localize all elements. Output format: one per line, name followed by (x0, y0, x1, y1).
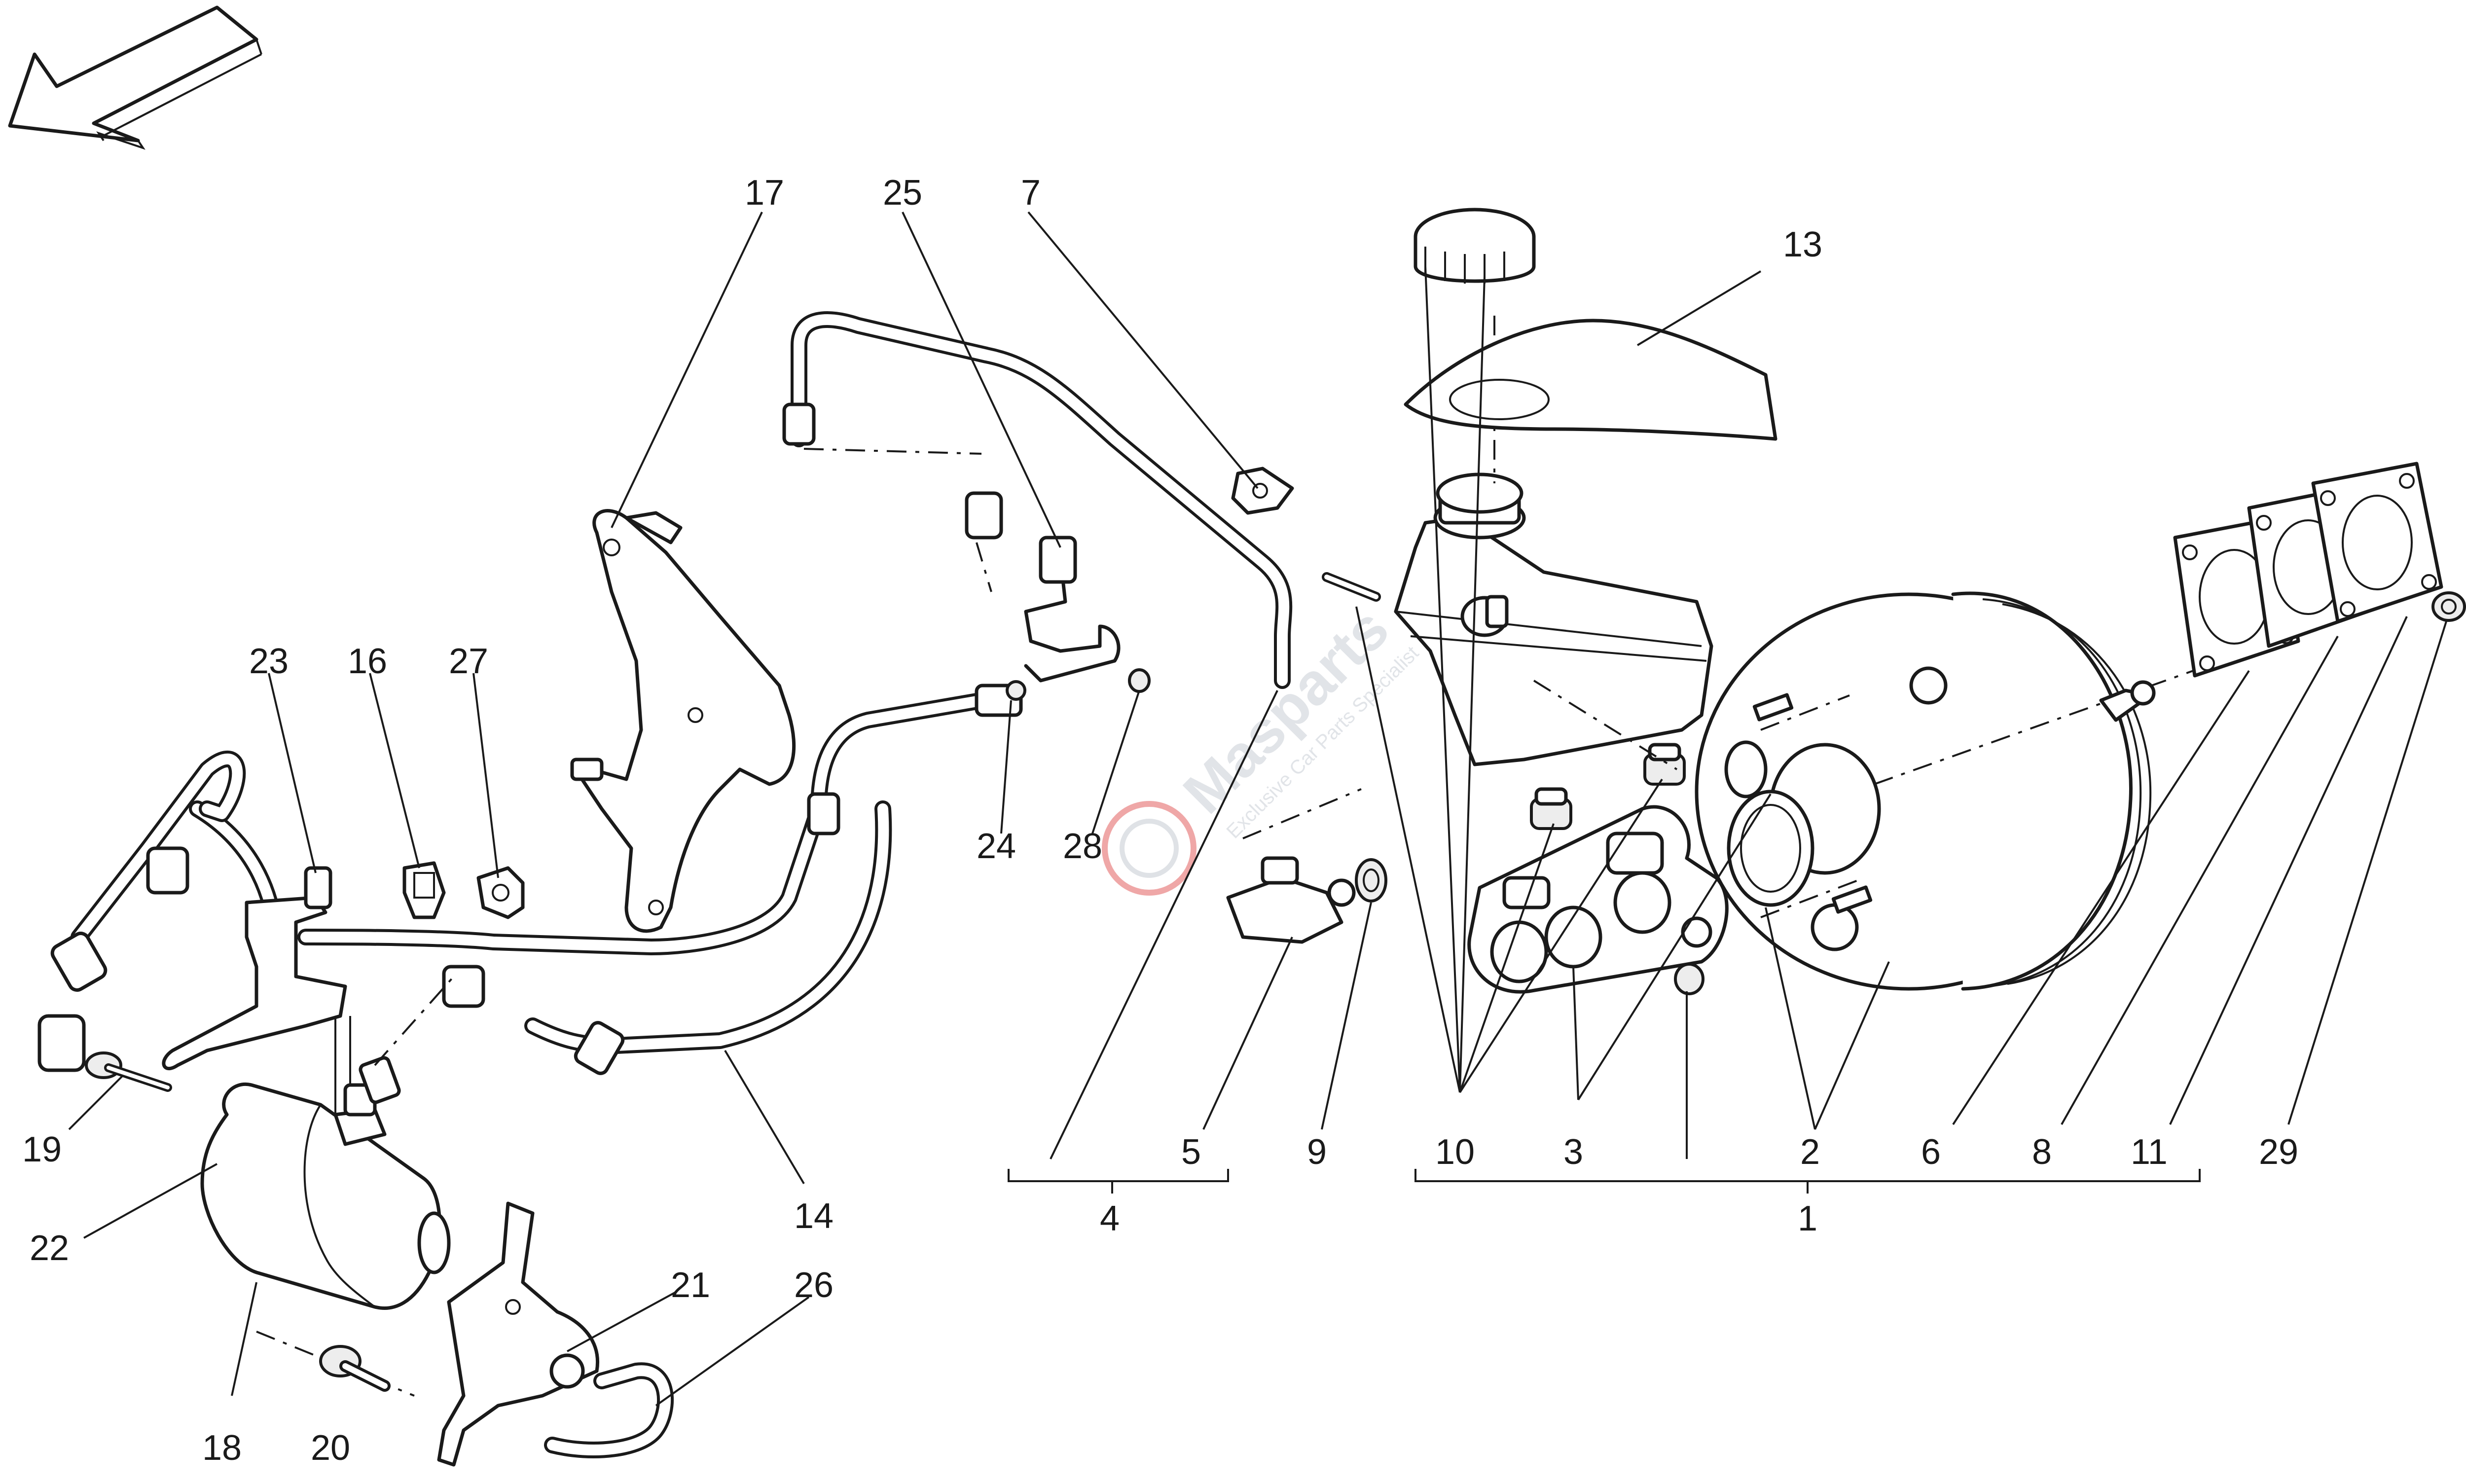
bolt (1322, 572, 1381, 602)
leader-lines (68, 211, 2447, 1407)
group-bracket-4 (1008, 1169, 1229, 1194)
label-29: 29 (2259, 1132, 2298, 1172)
clip-7 (1231, 467, 1294, 515)
label-26: 26 (794, 1266, 834, 1305)
nut-24 (1006, 680, 1026, 701)
label-1: 1 (1798, 1199, 1817, 1238)
o-ring (1727, 790, 1814, 907)
label-2: 2 (1800, 1132, 1820, 1172)
label-18: 18 (202, 1428, 242, 1468)
bracket-23 (162, 866, 351, 1115)
label-16: 16 (348, 642, 387, 681)
label-22: 22 (30, 1229, 69, 1268)
label-17: 17 (745, 173, 784, 213)
label-14: 14 (794, 1196, 834, 1236)
label-28: 28 (1063, 827, 1102, 866)
label-8: 8 (2032, 1132, 2052, 1172)
label-25: 25 (883, 173, 922, 213)
label-4: 4 (1100, 1199, 1120, 1238)
guide-line (803, 448, 982, 455)
label-6: 6 (1921, 1132, 1941, 1172)
brake-booster (1695, 591, 2319, 991)
label-11: 11 (2131, 1132, 2168, 1172)
hose-fitting (37, 402, 1003, 1075)
label-24: 24 (977, 827, 1016, 866)
clip-16 (402, 861, 446, 919)
label-3: 3 (1563, 1132, 1583, 1172)
label-21: 21 (671, 1266, 710, 1305)
label-13: 13 (1783, 225, 1822, 264)
vacuum-hose (71, 311, 1293, 1054)
reservoir-cap (1414, 208, 1536, 284)
master-cylinder (1467, 805, 1729, 994)
label-23: 23 (249, 642, 289, 681)
label-19: 19 (22, 1130, 62, 1169)
arrow-down-left-icon (8, 5, 262, 150)
gasket-11 (2311, 462, 2443, 623)
nut (1674, 963, 1704, 995)
label-10: 10 (1435, 1132, 1475, 1172)
bracket-25 (975, 536, 1121, 717)
hose-26 (544, 1362, 674, 1458)
bolt-20 (319, 1345, 391, 1392)
bracket-17 (570, 509, 796, 933)
label-27: 27 (449, 642, 488, 681)
callout-labels: 17 25 7 13 23 16 27 24 28 19 22 14 21 26… (22, 173, 2298, 1468)
bolt-19 (85, 1051, 172, 1092)
guide-line (976, 542, 992, 592)
pressure-sensor (1226, 788, 1362, 944)
heat-shield (1404, 319, 1777, 441)
seal-9 (1355, 858, 1387, 903)
label-20: 20 (311, 1428, 350, 1468)
group-bracket-1 (1414, 1169, 2201, 1194)
nut-28 (1128, 668, 1151, 693)
label-9: 9 (1307, 1132, 1327, 1172)
clip-27 (476, 866, 525, 919)
label-5: 5 (1181, 1132, 1201, 1172)
label-7: 7 (1021, 173, 1041, 213)
bracket-21 (437, 1201, 599, 1467)
nut-29 (2431, 591, 2466, 622)
